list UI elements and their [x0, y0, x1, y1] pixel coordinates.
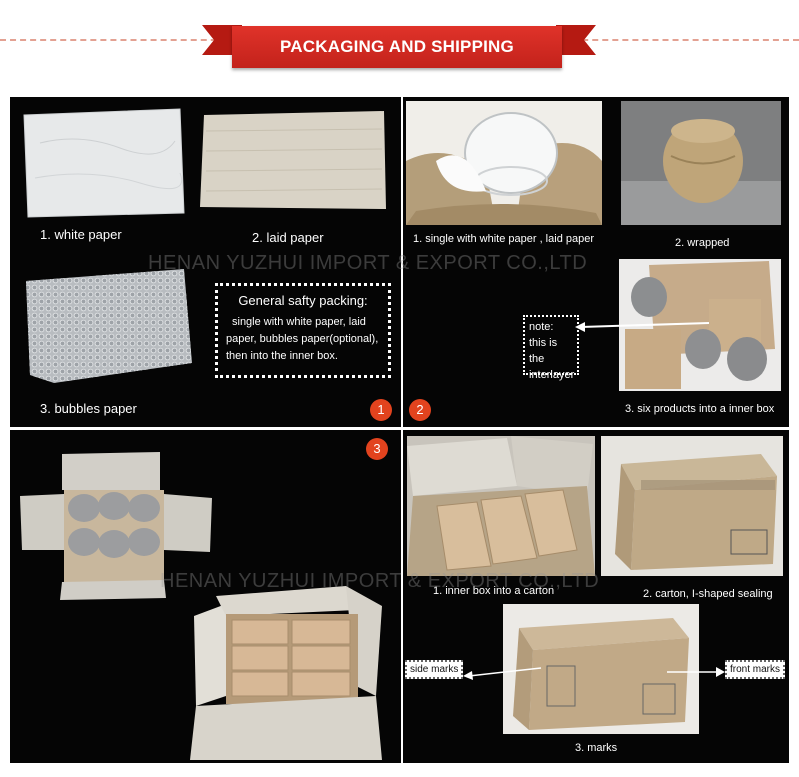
- caption-laid-paper: 2. laid paper: [252, 230, 324, 245]
- caption-i-shaped-sealing: 2. carton, I-shaped sealing: [643, 588, 773, 600]
- note-title: General safty packing:: [238, 293, 368, 308]
- company-watermark-bottom: HENAN YUZHUI IMPORT & EXPORT CO.,LTD: [160, 570, 600, 592]
- note-line-3: then into the inner box.: [226, 350, 338, 362]
- interlayer-note-line-3: interlayer: [529, 369, 575, 381]
- panel-inner-box: 3: [10, 430, 401, 763]
- step-badge-3: 3: [366, 438, 388, 460]
- panel-wrapping-steps: 1. single with white paper , laid paper …: [403, 97, 789, 427]
- interlayer-note: note: this is the interlayer: [523, 315, 579, 381]
- laid-paper-photo: [196, 101, 391, 215]
- side-marks-arrow: [463, 667, 542, 680]
- caption-wrapped: 2. wrapped: [675, 237, 730, 249]
- note-line-2: paper, bubbles paper(optional),: [226, 333, 379, 345]
- side-marks-label: side marks: [405, 660, 464, 679]
- sealed-carton-photo: [601, 436, 783, 576]
- wrapped-product-photo: [621, 101, 781, 225]
- step-badge-1: 1: [370, 399, 392, 421]
- note-line-1: single with white paper, laid: [232, 316, 366, 328]
- interlayer-note-line-1: note:: [529, 321, 554, 333]
- glass-wrapped-photo: [406, 101, 602, 225]
- front-marks-arrow: [667, 667, 725, 677]
- page-title: PACKAGING AND SHIPPING: [232, 26, 562, 68]
- interlayer-arrow: [575, 322, 710, 332]
- caption-bubbles-paper: 3. bubbles paper: [40, 401, 137, 416]
- front-marks-label: front marks: [725, 660, 786, 679]
- inner-box-carton-photo: [407, 436, 595, 576]
- carton-with-boxes-photo: [190, 586, 382, 760]
- bubbles-paper-photo: [24, 263, 194, 387]
- caption-six-products: 3. six products into a inner box: [625, 403, 775, 415]
- panel-carton: 4 1. inner box into a carton 2. carton, …: [403, 430, 789, 763]
- caption-white-paper: 1. white paper: [40, 227, 122, 242]
- open-box-top-photo: [20, 452, 212, 600]
- interlayer-note-line-2: this is the: [529, 337, 558, 365]
- caption-single-wrap: 1. single with white paper , laid paper: [413, 233, 594, 245]
- caption-inner-into-carton: 1. inner box into a carton: [433, 585, 555, 597]
- company-watermark-top: HENAN YUZHUI IMPORT & EXPORT CO.,LTD: [148, 252, 588, 274]
- caption-marks: 3. marks: [575, 742, 618, 754]
- panel-wrapping-materials: 1. white paper 2. laid paper 3. bubbles …: [10, 97, 401, 427]
- step-badge-2: 2: [409, 399, 431, 421]
- general-packing-note: General safty packing: single with white…: [215, 283, 391, 378]
- white-paper-photo: [20, 103, 187, 219]
